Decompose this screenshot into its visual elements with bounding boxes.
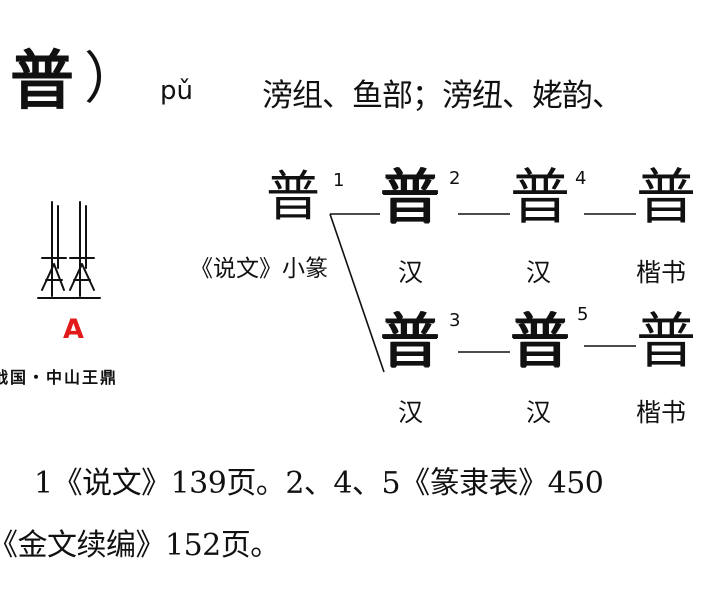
glyph-han-2: 普 [380,163,440,233]
bronze-source-label: 战国・中山王鼎 [0,368,119,387]
closing-paren: ） [84,47,140,112]
bronze-inscription-glyph [37,201,101,299]
glyph-han-5: 普 [510,307,570,377]
glyph-number: 4 [575,168,587,189]
marker-a: A [63,314,84,345]
glyph-han-4: 普 [510,163,570,233]
glyph-number: 3 [449,310,461,331]
glyph-label: 《说文》小篆 [190,256,328,282]
footnote-line-2: 《金文续编》152页。 [0,528,280,563]
glyph-kaishu-top: 普 [636,163,696,233]
entry-character: 普 [10,44,74,119]
glyph-number: 1 [333,170,345,191]
glyph-label: 楷书 [636,258,687,287]
phonology-notes: 滂组、鱼部；滂纽、姥韵、 [262,78,623,114]
footnote-line-1: 1《说文》139页。2、4、5《篆隶表》450 [34,466,604,501]
glyph-label: 汉 [398,258,424,287]
glyph-kaishu-bottom: 普 [636,307,696,377]
glyph-han-3: 普 [380,307,440,377]
glyph-label: 汉 [398,398,424,427]
glyph-number: 5 [577,304,589,325]
glyph-label: 汉 [526,398,552,427]
glyph-label: 汉 [526,258,552,287]
connector-1-3 [329,213,385,373]
glyph-seal-script: 普 [266,165,320,228]
glyph-number: 2 [449,168,461,189]
pinyin: pǔ [160,76,193,106]
glyph-label: 楷书 [636,398,687,427]
